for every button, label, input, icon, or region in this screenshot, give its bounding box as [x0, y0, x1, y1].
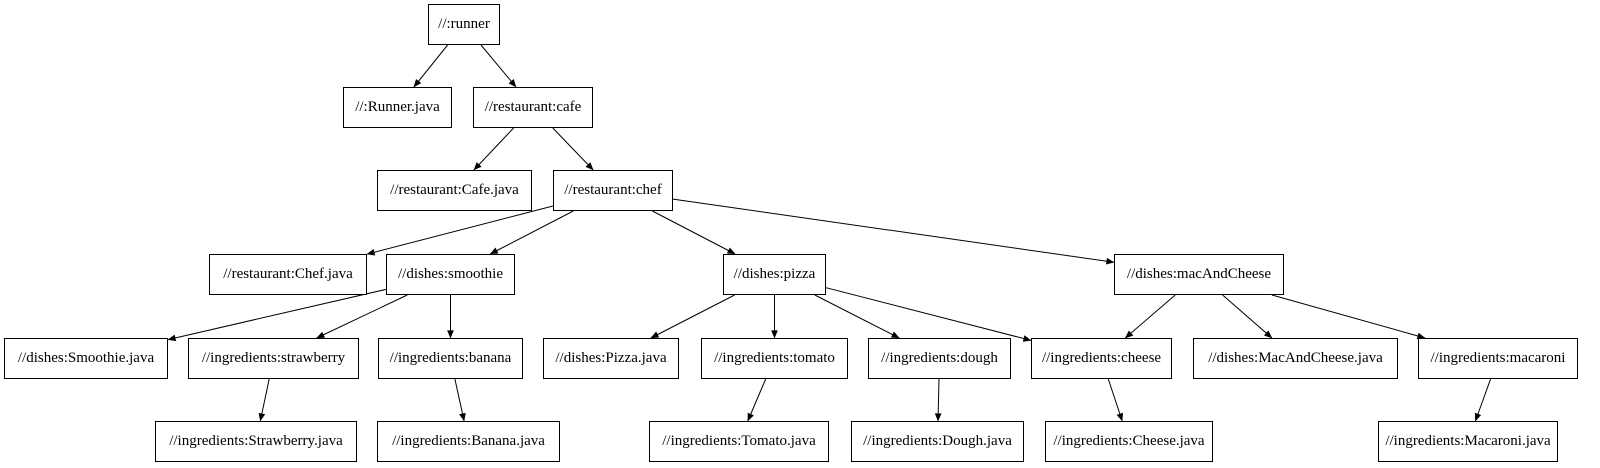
graph-node-runner-java: //:Runner.java — [343, 87, 452, 128]
edge-cheese-to-cheese-java — [1107, 378, 1124, 422]
edge-pizza-to-dough — [814, 294, 900, 339]
edge-chef-to-chef-java — [366, 205, 554, 256]
edge-cafe-to-cafe-java — [473, 127, 514, 171]
graph-node-runner: //:runner — [428, 4, 500, 45]
graph-node-banana: //ingredients:banana — [378, 338, 523, 379]
graph-node-macaroni: //ingredients:macaroni — [1418, 338, 1578, 379]
edge-macandcheese-to-macaroni — [1271, 294, 1426, 340]
graph-node-smoothie-java: //dishes:Smoothie.java — [4, 338, 168, 379]
graph-node-strawberry-java: //ingredients:Strawberry.java — [155, 421, 357, 462]
edge-runner-to-runner-java — [413, 44, 448, 88]
graph-node-pizza-java: //dishes:Pizza.java — [543, 338, 679, 379]
graph-node-banana-java: //ingredients:Banana.java — [377, 421, 560, 462]
edge-banana-to-banana-java — [454, 378, 466, 422]
graph-node-dough-java: //ingredients:Dough.java — [851, 421, 1024, 462]
graph-node-smoothie: //dishes:smoothie — [386, 254, 515, 295]
edge-strawberry-to-strawberry-java — [258, 378, 270, 422]
edge-smoothie-to-smoothie-java — [167, 288, 387, 342]
graph-node-cafe: //restaurant:cafe — [473, 87, 593, 128]
graph-node-chef: //restaurant:chef — [553, 170, 673, 211]
graph-node-strawberry: //ingredients:strawberry — [188, 338, 359, 379]
graph-node-macandcheese-java: //dishes:MacAndCheese.java — [1193, 338, 1398, 379]
graph-node-tomato: //ingredients:tomato — [701, 338, 848, 379]
graph-node-tomato-java: //ingredients:Tomato.java — [649, 421, 829, 462]
edge-macandcheese-to-macandcheese-java — [1222, 294, 1273, 339]
edge-chef-to-pizza — [652, 210, 736, 255]
edge-pizza-to-pizza-java — [650, 294, 735, 339]
edge-cafe-to-chef — [552, 127, 594, 171]
graph-node-cheese-java: //ingredients:Cheese.java — [1045, 421, 1213, 462]
edge-chef-to-smoothie — [489, 210, 574, 255]
graph-node-dough: //ingredients:dough — [868, 338, 1011, 379]
edge-group — [167, 44, 1492, 422]
edge-macaroni-to-macaroni-java — [1474, 378, 1492, 422]
edge-tomato-to-tomato-java — [747, 378, 767, 422]
graph-node-chef-java: //restaurant:Chef.java — [209, 254, 367, 295]
graph-node-cheese: //ingredients:cheese — [1031, 338, 1172, 379]
edge-runner-to-cafe — [480, 44, 517, 88]
graph-node-macaroni-java: //ingredients:Macaroni.java — [1378, 421, 1558, 462]
graph-node-pizza: //dishes:pizza — [723, 254, 826, 295]
edge-smoothie-to-strawberry — [316, 294, 408, 339]
edge-macandcheese-to-cheese — [1124, 294, 1176, 339]
edge-chef-to-macandcheese — [672, 198, 1115, 265]
graph-node-macandcheese: //dishes:macAndCheese — [1114, 254, 1284, 295]
edge-dough-to-dough-java — [934, 378, 942, 422]
edge-pizza-to-cheese — [825, 287, 1032, 342]
graph-node-cafe-java: //restaurant:Cafe.java — [377, 170, 532, 211]
